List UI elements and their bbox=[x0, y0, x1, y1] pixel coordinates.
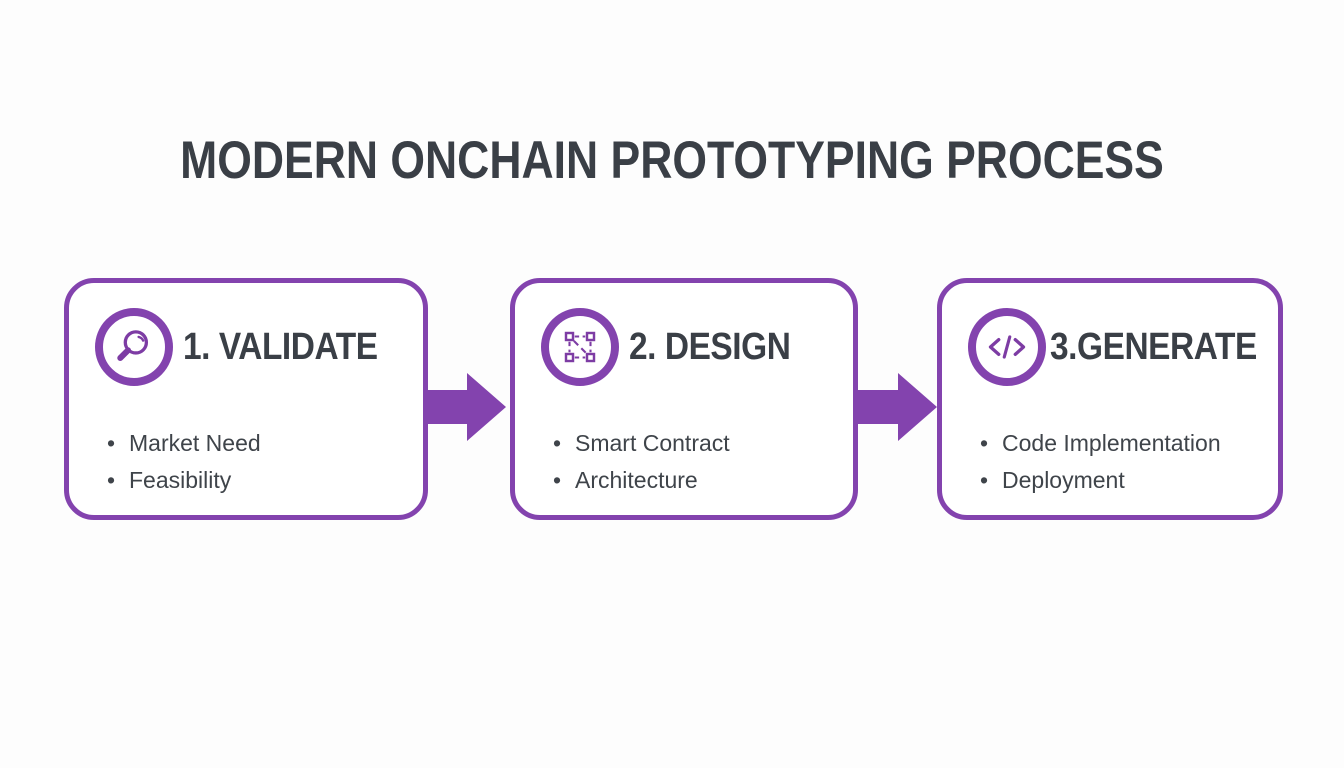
vector-design-icon bbox=[541, 308, 619, 386]
step-title: 2. DESIGN bbox=[629, 325, 791, 368]
step-card-validate: 1. VALIDATE Market Need Feasibility bbox=[64, 278, 428, 520]
bullet-list: Code Implementation Deployment bbox=[968, 425, 1278, 499]
page-title: MODERN ONCHAIN PROTOTYPING PROCESS bbox=[180, 131, 1164, 190]
step-card-design: 2. DESIGN Smart Contract Architecture bbox=[510, 278, 858, 520]
arrow-right-icon bbox=[425, 373, 506, 441]
magnifier-icon bbox=[95, 308, 173, 386]
step-title: 3.GENERATE bbox=[1050, 325, 1257, 368]
arrow-right-icon bbox=[856, 373, 937, 441]
step-header: 2. DESIGN bbox=[541, 307, 853, 387]
bullet-item: Architecture bbox=[551, 462, 853, 499]
bullet-item: Code Implementation bbox=[978, 425, 1278, 462]
step-title: 1. VALIDATE bbox=[183, 325, 378, 368]
step-header: 3.GENERATE bbox=[968, 307, 1278, 387]
code-icon bbox=[968, 308, 1046, 386]
step-card-generate: 3.GENERATE Code Implementation Deploymen… bbox=[937, 278, 1283, 520]
bullet-item: Smart Contract bbox=[551, 425, 853, 462]
step-header: 1. VALIDATE bbox=[95, 307, 423, 387]
bullet-list: Market Need Feasibility bbox=[95, 425, 423, 499]
bullet-item: Market Need bbox=[105, 425, 423, 462]
bullet-item: Deployment bbox=[978, 462, 1278, 499]
bullet-item: Feasibility bbox=[105, 462, 423, 499]
bullet-list: Smart Contract Architecture bbox=[541, 425, 853, 499]
